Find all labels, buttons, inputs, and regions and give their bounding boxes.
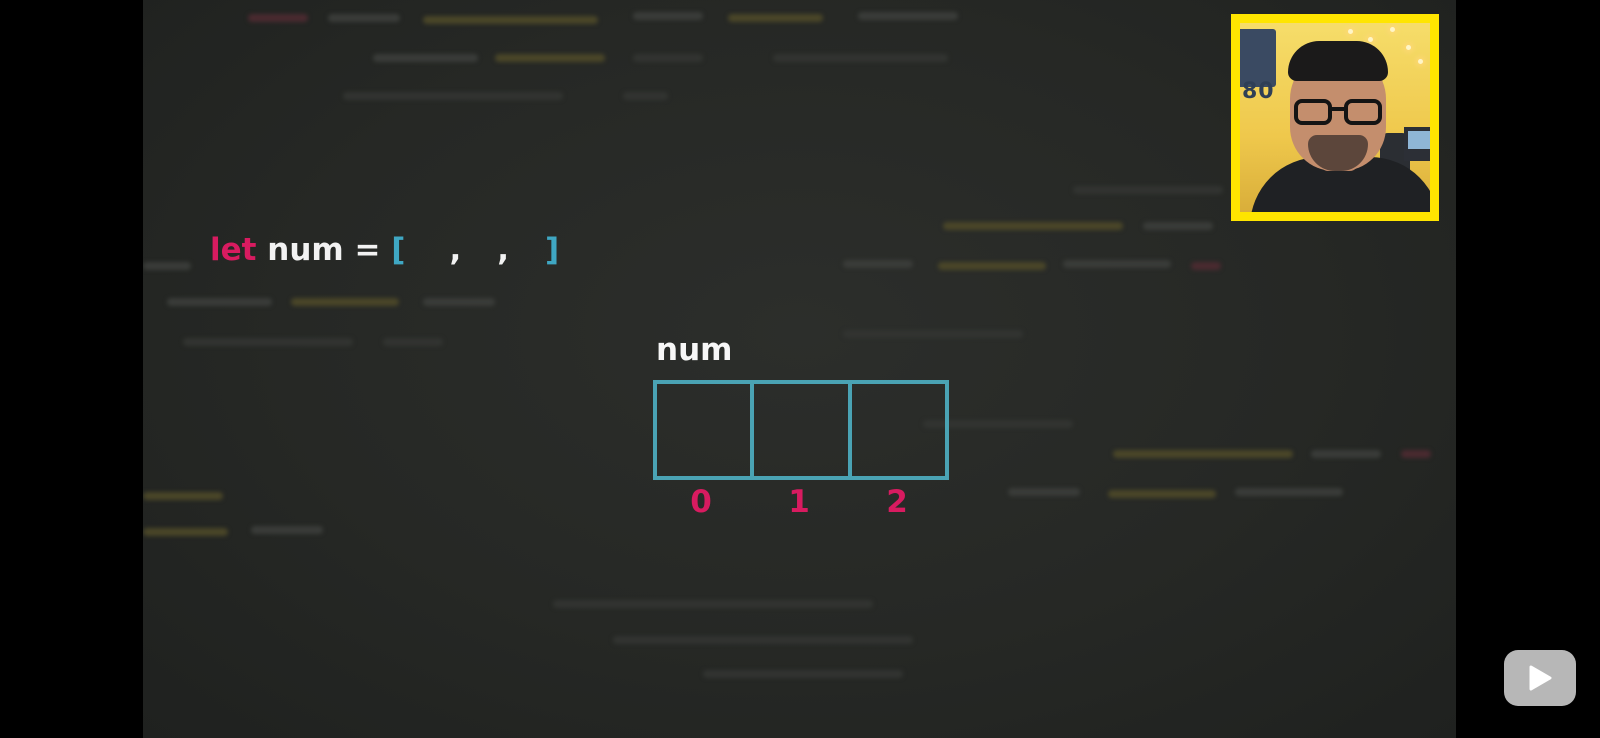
background-monitor: [1404, 127, 1430, 161]
array-cell-1: [754, 384, 852, 476]
comma-2: ,: [497, 232, 510, 268]
play-icon: [1529, 665, 1552, 691]
presenter-glasses: [1294, 99, 1382, 127]
play-button[interactable]: [1504, 650, 1576, 706]
string-light: [1368, 37, 1373, 42]
array-index-0: 0: [690, 484, 712, 520]
array-index-2: 2: [886, 484, 908, 520]
code-line: let num = [,,]: [210, 228, 559, 272]
background-monitor: [1240, 29, 1276, 87]
array-index-1: 1: [788, 484, 810, 520]
keyword-let: let: [210, 232, 257, 268]
string-light: [1406, 45, 1411, 50]
array-cell-2: [852, 384, 945, 476]
array-variable-label: num: [656, 332, 733, 368]
string-light: [1390, 27, 1395, 32]
blurred-code-background: [143, 0, 1456, 738]
presenter-webcam-overlay: 80: [1231, 14, 1439, 221]
string-light: [1348, 29, 1353, 34]
presenter-hair: [1288, 41, 1388, 81]
open-bracket: [: [391, 232, 406, 268]
array-cell-0: [657, 384, 755, 476]
string-light: [1418, 59, 1423, 64]
comma-1: ,: [449, 232, 462, 268]
close-bracket: ]: [545, 232, 560, 268]
code-statement: num =: [256, 232, 392, 268]
background-sign: 80: [1242, 79, 1275, 104]
array-diagram: [653, 380, 949, 480]
